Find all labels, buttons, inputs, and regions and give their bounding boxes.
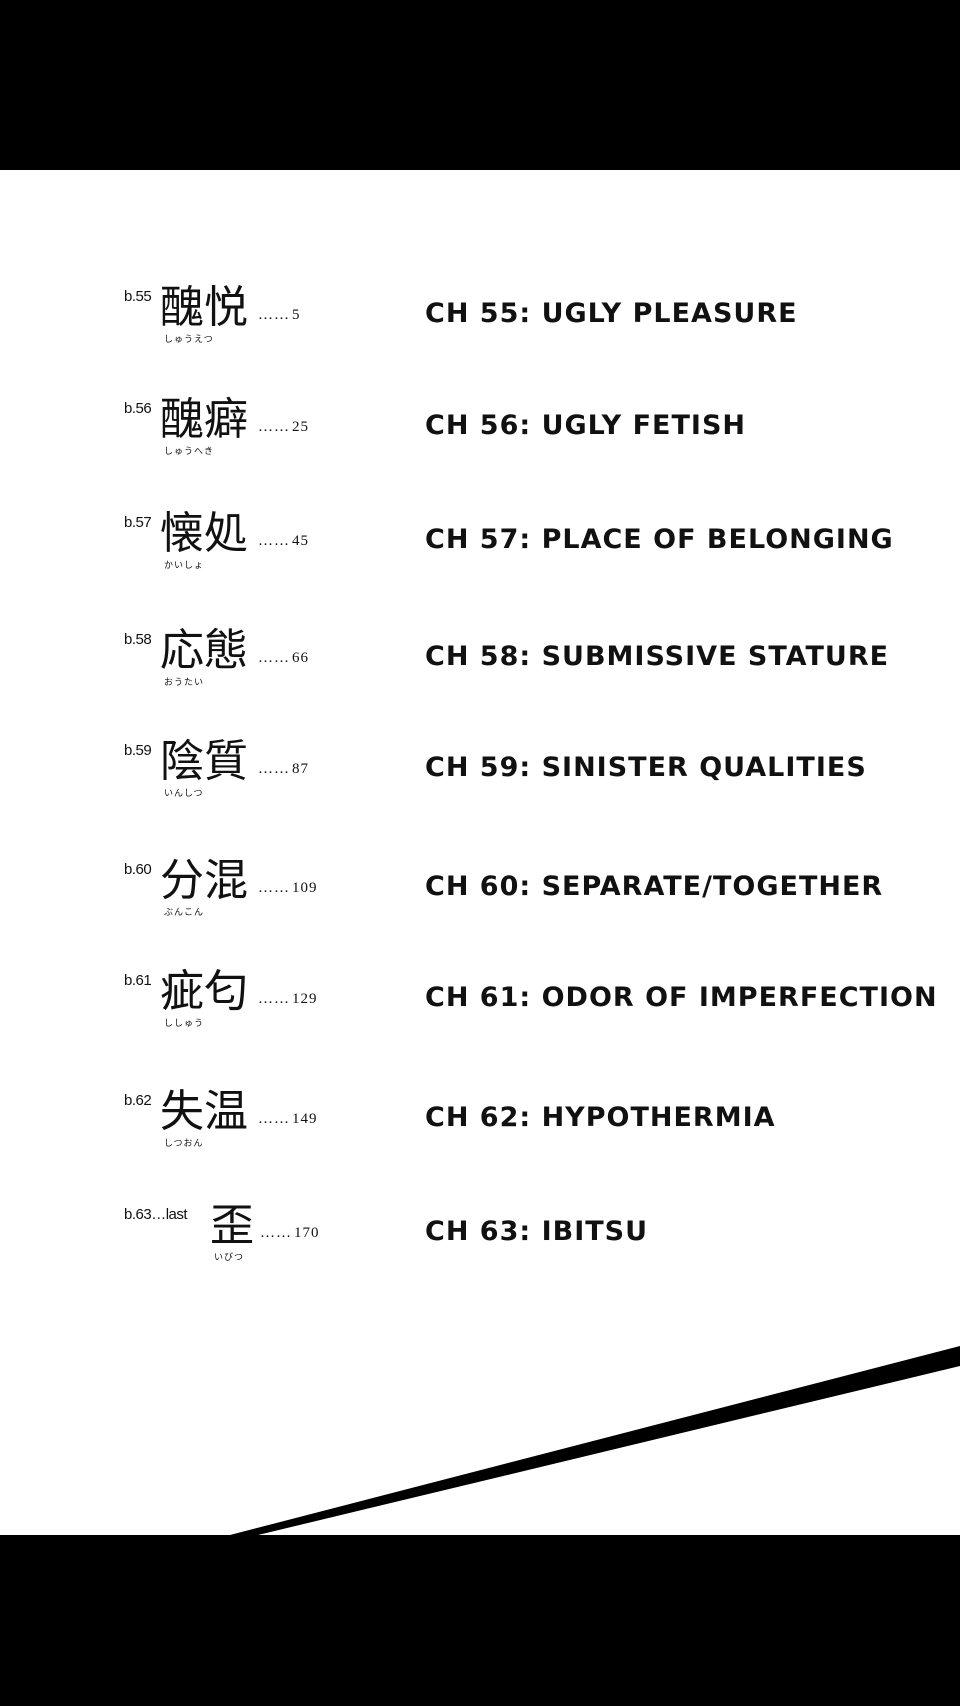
page-number: 5 <box>292 307 301 323</box>
chapter-kanji-title: 歪 <box>210 1200 254 1251</box>
toc-row-61[interactable]: b.61 疵匂 ……129 ししゅう CH 61: ODOR OF IMPERF… <box>0 964 960 1054</box>
chapter-number: b.59 <box>124 742 152 759</box>
toc-row-62[interactable]: b.62 失温 ……149 しつおん CH 62: HYPOTHERMIA <box>0 1084 960 1174</box>
chapter-kanji-title: 陰質 <box>160 736 248 787</box>
chapter-kanji-title: 疵匂 <box>160 966 248 1017</box>
chapter-kanji-title: 応態 <box>160 625 248 676</box>
dots: …… <box>258 991 290 1007</box>
toc-row-55[interactable]: b.55 醜悦 ……5 しゅうえつ CH 55: UGLY PLEASURE <box>0 280 960 370</box>
leader-dots: ……25 <box>258 419 309 436</box>
leader-dots: ……129 <box>258 991 318 1008</box>
furigana: かいしょ <box>164 561 205 571</box>
leader-dots: ……170 <box>260 1225 320 1242</box>
diagonal-slash-graphic <box>230 1346 960 1535</box>
furigana: しゅうえつ <box>164 335 214 345</box>
chapter-kanji-title: 懐処 <box>160 508 248 559</box>
leader-dots: ……109 <box>258 880 318 897</box>
english-chapter-title: CH 55: UGLY PLEASURE <box>425 298 798 329</box>
chapter-number: b.60 <box>124 861 152 878</box>
toc-row-60[interactable]: b.60 分混 ……109 ぶんこん CH 60: SEPARATE/TOGET… <box>0 853 960 943</box>
chapter-number: b.63…last <box>124 1206 188 1223</box>
chapter-kanji-title: 分混 <box>160 855 248 906</box>
page-number: 149 <box>292 1111 318 1127</box>
page-number: 25 <box>292 419 309 435</box>
toc-row-56[interactable]: b.56 醜癖 ……25 しゅうへき CH 56: UGLY FETISH <box>0 392 960 482</box>
toc-row-63[interactable]: b.63…last 歪 ……170 いびつ CH 63: IBITSU <box>0 1198 960 1288</box>
english-chapter-title: CH 63: IBITSU <box>425 1216 649 1247</box>
chapter-number: b.58 <box>124 631 152 648</box>
leader-dots: ……45 <box>258 533 309 550</box>
english-chapter-title: CH 57: PLACE OF BELONGING <box>425 524 894 555</box>
dots: …… <box>258 533 290 549</box>
english-chapter-title: CH 56: UGLY FETISH <box>425 410 747 441</box>
english-chapter-title: CH 62: HYPOTHERMIA <box>425 1102 776 1133</box>
english-chapter-title: CH 61: ODOR OF IMPERFECTION <box>425 982 938 1013</box>
dots: …… <box>258 419 290 435</box>
leader-dots: ……5 <box>258 307 301 324</box>
chapter-number: b.57 <box>124 514 152 531</box>
page-number: 66 <box>292 650 309 666</box>
english-chapter-title: CH 60: SEPARATE/TOGETHER <box>425 871 884 902</box>
furigana: いんしつ <box>164 789 204 799</box>
furigana: ししゅう <box>164 1019 205 1029</box>
dots: …… <box>258 880 290 896</box>
leader-dots: ……87 <box>258 761 309 778</box>
furigana: おうたい <box>164 678 205 688</box>
chapter-kanji-title: 失温 <box>160 1086 248 1137</box>
page-number: 129 <box>292 991 318 1007</box>
page-number: 109 <box>292 880 318 896</box>
chapter-number: b.56 <box>124 400 152 417</box>
furigana: ぶんこん <box>164 908 205 918</box>
leader-dots: ……149 <box>258 1111 318 1128</box>
toc-row-59[interactable]: b.59 陰質 ……87 いんしつ CH 59: SINISTER QUALIT… <box>0 734 960 824</box>
dots: …… <box>258 761 290 777</box>
english-chapter-title: CH 59: SINISTER QUALITIES <box>425 752 867 783</box>
furigana: しつおん <box>164 1139 204 1149</box>
leader-dots: ……66 <box>258 650 309 667</box>
furigana: いびつ <box>214 1253 245 1263</box>
dots: …… <box>258 650 290 666</box>
dots: …… <box>260 1225 292 1241</box>
dots: …… <box>258 1111 290 1127</box>
chapter-kanji-title: 醜癖 <box>160 394 248 445</box>
chapter-number: b.61 <box>124 972 152 989</box>
toc-row-57[interactable]: b.57 懐処 ……45 かいしょ CH 57: PLACE OF BELONG… <box>0 506 960 596</box>
page-number: 87 <box>292 761 309 777</box>
toc-row-58[interactable]: b.58 応態 ……66 おうたい CH 58: SUBMISSIVE STAT… <box>0 623 960 713</box>
chapter-kanji-title: 醜悦 <box>160 282 248 333</box>
english-chapter-title: CH 58: SUBMISSIVE STATURE <box>425 641 890 672</box>
chapter-number: b.55 <box>124 288 152 305</box>
page-number: 45 <box>292 533 309 549</box>
dots: …… <box>258 307 290 323</box>
chapter-number: b.62 <box>124 1092 152 1109</box>
toc-page: b.55 醜悦 ……5 しゅうえつ CH 55: UGLY PLEASURE b… <box>0 170 960 1535</box>
diagonal-stroke <box>230 1346 960 1535</box>
page-number: 170 <box>294 1225 320 1241</box>
furigana: しゅうへき <box>164 447 215 457</box>
